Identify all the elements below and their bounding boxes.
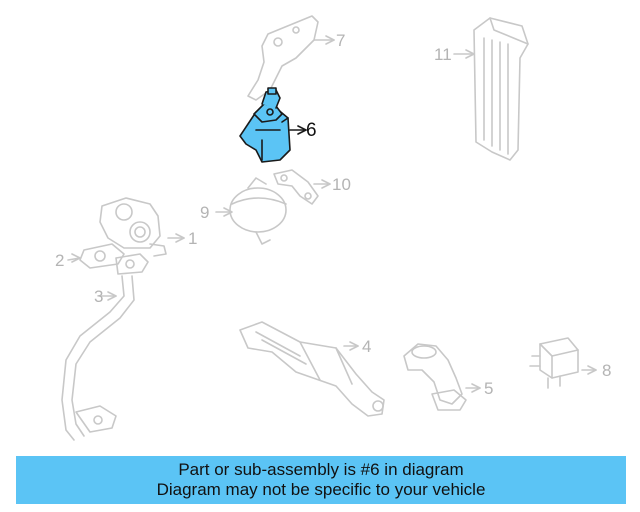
part-2-gasket[interactable] [67,243,125,269]
parts-diagram [61,15,597,441]
callout-7[interactable]: 7 [336,31,346,50]
part-3-pipe[interactable] [61,253,149,441]
callout-6[interactable]: 6 [306,120,317,141]
callout-4[interactable]: 4 [362,337,372,356]
callout-5[interactable]: 5 [484,379,494,398]
callout-10[interactable]: 10 [332,175,351,194]
callout-9[interactable]: 9 [200,203,210,222]
part-6-highlighted[interactable] [239,87,307,163]
info-banner: Part or sub-assembly is #6 in diagram Di… [16,456,626,504]
callout-8[interactable]: 8 [602,361,612,380]
part-4-cooler-tube[interactable] [239,321,385,417]
callout-3[interactable]: 3 [94,287,104,306]
part-9-canister[interactable] [215,177,287,245]
part-8-solenoid[interactable] [529,337,597,389]
callout-2[interactable]: 2 [55,251,65,270]
part-5-elbow[interactable] [403,343,481,411]
banner-line-2: Diagram may not be specific to your vehi… [156,480,486,499]
callout-11[interactable]: 11 [434,45,452,64]
part-7-bracket[interactable] [247,15,335,101]
banner-line-1: Part or sub-assembly is #6 in diagram [178,460,464,479]
part-10-bracket[interactable] [273,169,331,205]
callout-1[interactable]: 1 [188,229,198,248]
part-11-cooler[interactable] [453,17,529,161]
part-1-valve[interactable] [99,197,185,257]
